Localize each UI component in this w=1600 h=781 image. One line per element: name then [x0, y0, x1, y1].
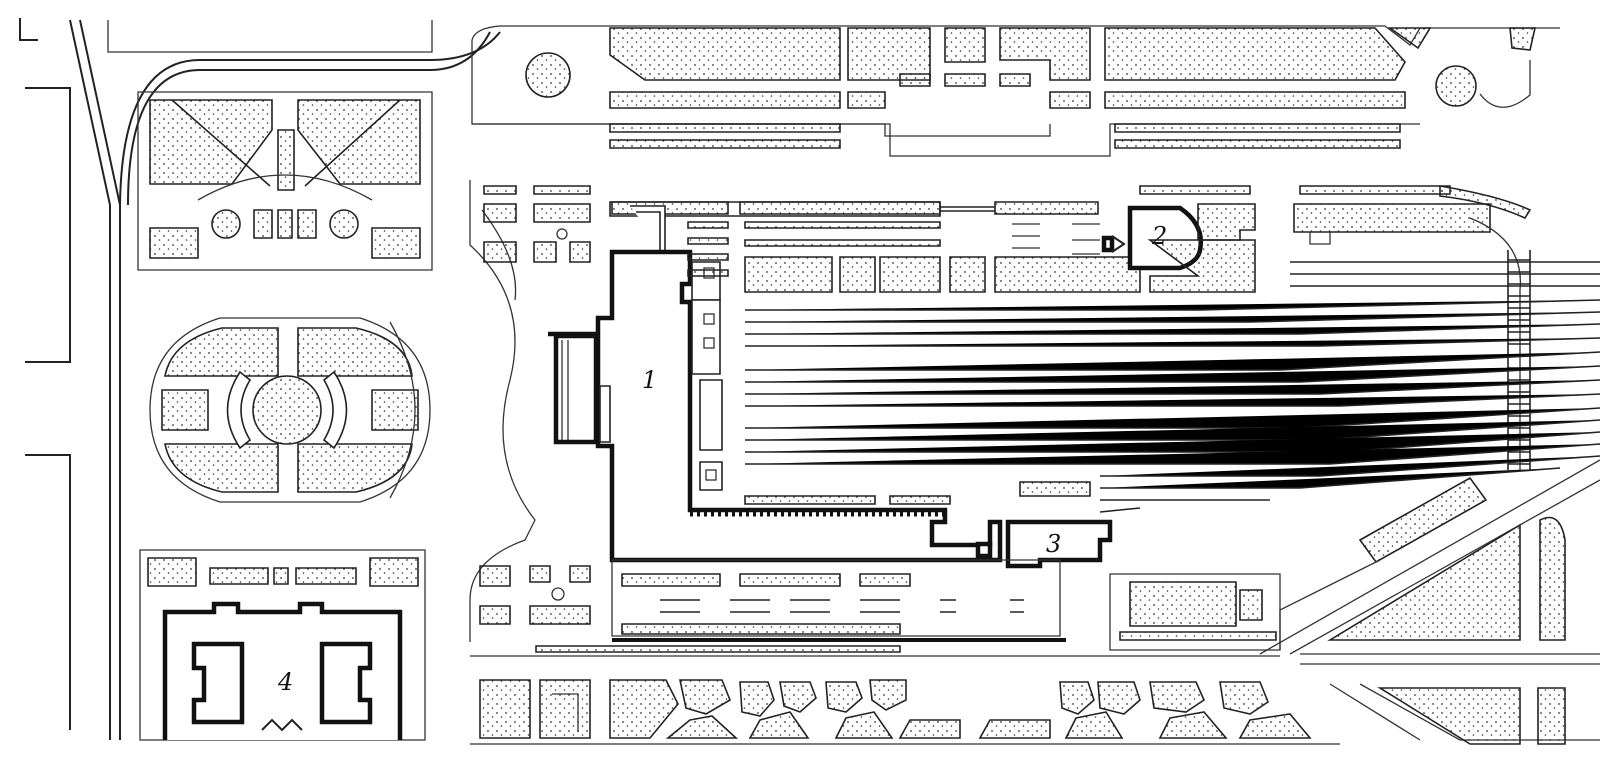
top-block	[471, 25, 1560, 157]
building-4-block	[139, 549, 426, 741]
label-building-2: 2	[1151, 222, 1167, 250]
building-3-block	[535, 519, 1113, 653]
garden-upper-left	[137, 91, 433, 271]
label-building-3: 3	[1046, 530, 1061, 558]
station-block	[548, 201, 1099, 563]
label-building-1: 1	[642, 366, 657, 394]
forecourt	[469, 180, 591, 642]
left-streets	[19, 18, 501, 740]
right-blocks	[1139, 185, 1532, 470]
lower-right-blocks	[1109, 459, 1600, 745]
garden-oval	[149, 317, 431, 503]
building-2-block	[1012, 203, 1256, 293]
railway-tracks	[745, 261, 1600, 513]
platform-canopies	[687, 221, 1141, 505]
bottom-boulevard	[470, 655, 1340, 745]
label-building-4: 4	[277, 668, 293, 696]
